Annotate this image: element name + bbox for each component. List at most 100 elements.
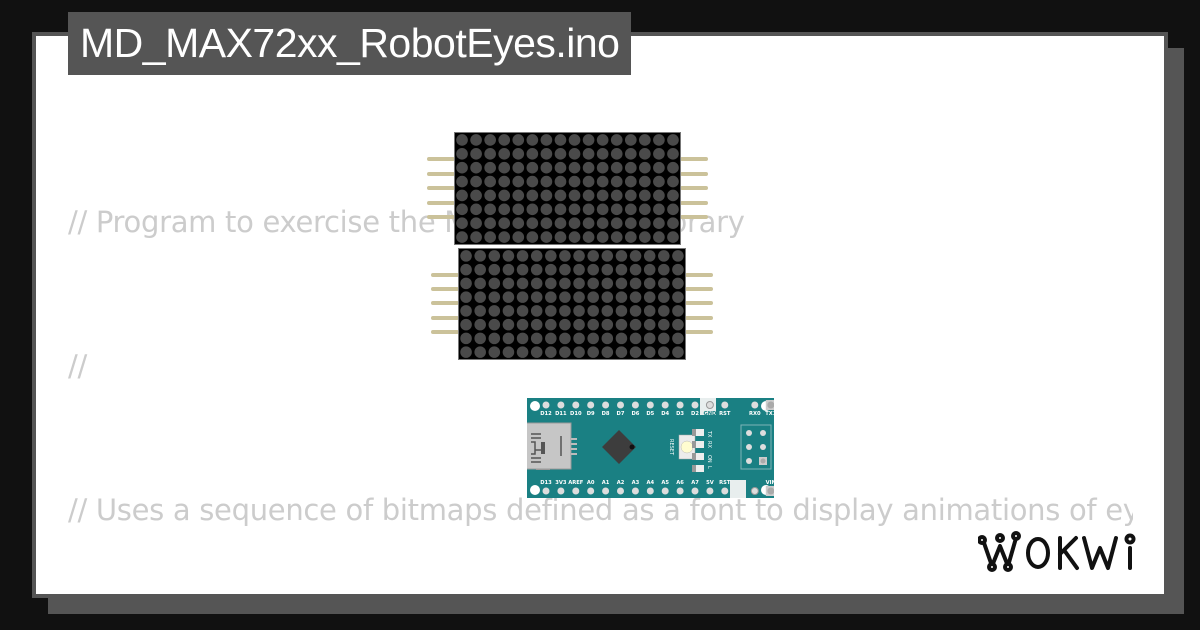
led-dot: [540, 203, 553, 216]
nano-pin-d4[interactable]: [661, 401, 669, 409]
pin: [427, 186, 455, 190]
nano-pin-a1[interactable]: [602, 487, 610, 495]
led-matrix-2[interactable]: [458, 248, 686, 360]
led-dot: [526, 189, 539, 202]
led-dot: [526, 134, 539, 146]
led-dot: [658, 318, 670, 331]
pin: [680, 157, 708, 161]
led-dot: [530, 250, 543, 262]
led-dot: [629, 250, 642, 262]
nano-pin-gnd[interactable]: [750, 487, 759, 495]
led-dot: [545, 346, 557, 358]
led-dot: [601, 332, 614, 345]
led-dot: [610, 217, 623, 230]
led-dot: [554, 147, 567, 160]
led-dot: [587, 291, 599, 303]
led-dot: [624, 175, 637, 188]
nano-pin-vin[interactable]: [767, 487, 775, 495]
led-dot: [554, 189, 567, 202]
nano-pin-gnd[interactable]: [705, 401, 714, 409]
nano-pin-label: A5: [661, 480, 669, 486]
nano-pin-a4[interactable]: [646, 487, 654, 495]
wokwi-logo[interactable]: WOKWI: [977, 530, 1150, 578]
nano-pin-d7[interactable]: [617, 401, 624, 409]
led-dot: [615, 277, 628, 290]
wokwi-logo-icon: WOKWI: [977, 531, 1136, 572]
led-dot: [672, 346, 684, 358]
nano-pin-d2[interactable]: [691, 401, 699, 409]
nano-pin-a2[interactable]: [617, 487, 624, 495]
nano-pin-label: D5: [646, 411, 654, 417]
led-dot: [530, 318, 543, 331]
led-matrix-1[interactable]: [454, 132, 681, 245]
led-dot: [488, 291, 501, 303]
nano-pin-tx1[interactable]: [767, 401, 775, 409]
led-dot: [498, 217, 511, 230]
nano-pin-label: AREF: [568, 480, 584, 486]
nano-pin-3v3[interactable]: [557, 487, 565, 495]
led-dot: [474, 318, 486, 331]
led-dot: [559, 332, 571, 345]
led-dot: [601, 346, 614, 358]
nano-pin-a7[interactable]: [691, 487, 699, 495]
led-dot: [559, 346, 571, 358]
led-dot: [554, 161, 567, 174]
led-dot: [667, 203, 679, 216]
pin: [680, 201, 708, 205]
led-dot: [615, 346, 628, 358]
led-dot: [658, 250, 670, 262]
nano-pin-d12[interactable]: [542, 401, 550, 409]
nano-pin-d8[interactable]: [602, 401, 610, 409]
nano-pin-d13[interactable]: [542, 487, 550, 495]
led-dot: [540, 147, 553, 160]
led-dot: [672, 291, 684, 303]
nano-pin-label: D13: [540, 480, 552, 486]
nano-pin-d5[interactable]: [646, 401, 654, 409]
led-dot: [559, 291, 571, 303]
led-dot: [470, 134, 482, 146]
led-matrix-1-dots: [456, 134, 679, 243]
nano-pin-rst[interactable]: [721, 487, 729, 495]
nano-pin-a0[interactable]: [587, 487, 595, 495]
nano-pin-a5[interactable]: [661, 487, 669, 495]
pin: [680, 215, 708, 219]
pin: [427, 215, 455, 219]
nano-pin-a3[interactable]: [631, 487, 639, 495]
led-dot: [653, 175, 665, 188]
led-dot: [658, 332, 670, 345]
nano-pin-a6[interactable]: [676, 487, 684, 495]
led-dot: [596, 231, 609, 243]
led-dot: [488, 250, 501, 262]
nano-pin-rx0[interactable]: [751, 401, 759, 409]
led-dot: [498, 134, 511, 146]
nano-pin-label: A7: [691, 480, 699, 486]
led-dot: [516, 332, 529, 345]
nano-pin-d11[interactable]: [557, 401, 565, 409]
led-dot: [629, 291, 642, 303]
led-dot: [470, 217, 482, 230]
pin: [427, 157, 455, 161]
led-dot: [672, 305, 684, 317]
led-dot: [601, 291, 614, 303]
led-dot: [512, 161, 525, 174]
led-dot: [498, 231, 511, 243]
nano-pin-d9[interactable]: [587, 401, 595, 409]
led-dot: [456, 203, 468, 216]
led-dot: [573, 277, 585, 290]
led-dot: [526, 217, 539, 230]
led-dot: [474, 332, 486, 345]
led-dot: [545, 305, 557, 317]
nano-pin-5v[interactable]: [706, 487, 714, 495]
nano-pin-d6[interactable]: [631, 401, 639, 409]
led-dot: [672, 318, 684, 331]
led-dot: [573, 346, 585, 358]
led-dot: [456, 189, 468, 202]
nano-pin-d3[interactable]: [676, 401, 684, 409]
pin: [685, 301, 713, 305]
led-dot: [582, 203, 595, 216]
nano-pin-rst[interactable]: [721, 401, 729, 409]
led-dot: [484, 217, 496, 230]
nano-pin-d10[interactable]: [572, 401, 580, 409]
nano-pin-aref[interactable]: [572, 487, 580, 495]
